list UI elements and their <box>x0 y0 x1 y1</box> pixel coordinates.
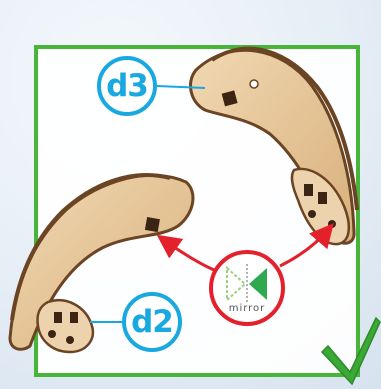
callout-d2: d2 <box>122 292 182 352</box>
mirror-label: mirror <box>213 303 281 314</box>
callout-d3-label: d3 <box>106 68 148 104</box>
wooden-part-d3 <box>190 49 357 245</box>
mirror-symbol: mirror <box>209 250 285 326</box>
callout-d2-label: d2 <box>131 304 173 340</box>
arrow-to-d2 <box>164 240 214 270</box>
checkmark-icon <box>322 318 380 384</box>
callout-d3: d3 <box>97 56 157 116</box>
